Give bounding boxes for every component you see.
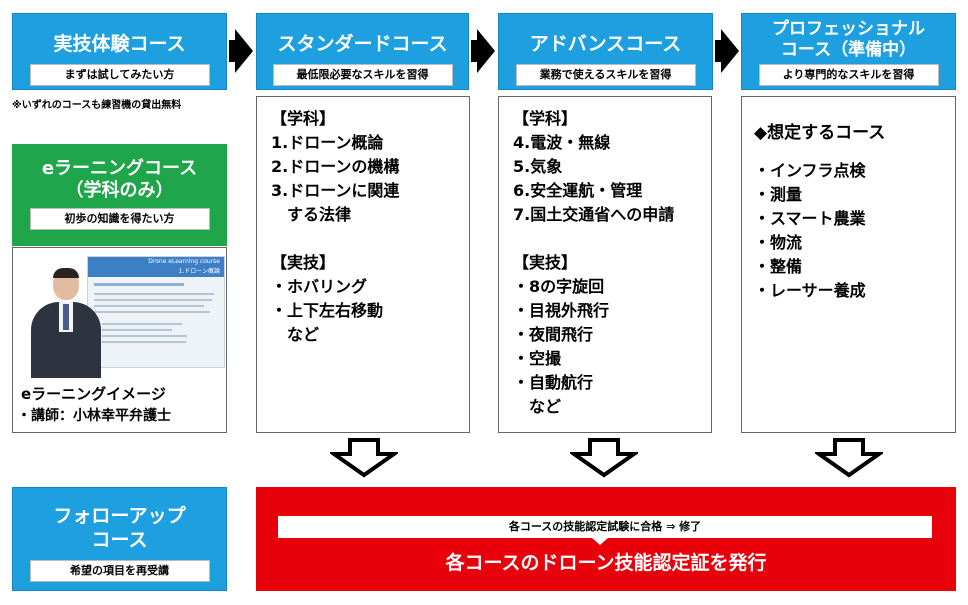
advanced-panel-line: 7.国土交通省への申請 <box>513 205 675 224</box>
arrow-shaft-3 <box>715 40 721 62</box>
pro-panel-line: ・整備 <box>754 257 803 276</box>
arrow-down-icon <box>570 438 638 478</box>
elearning-course-title-1: eラーニングコース <box>41 158 198 179</box>
standard-course-title: スタンダードコース <box>277 33 448 55</box>
advanced-panel-line: ・自動航行 <box>513 373 594 392</box>
advanced-panel-line: 【学科】 <box>513 109 578 128</box>
standard-panel-line: 【学科】 <box>271 109 336 128</box>
pro-panel-line: ・インフラ点検 <box>754 161 866 180</box>
standard-panel-line: 1.ドローン概論 <box>271 133 384 152</box>
pro-panel-line: ・レーサー養成 <box>754 281 866 300</box>
standard-panel-line: 【実技】 <box>271 253 336 272</box>
certificate-box: 各コースの技能認定試験に合格 ⇒ 修了 各コースのドローン技能認定証を発行 <box>256 487 956 591</box>
trial-course-box: 実技体験コース まずは試してみたい方 <box>12 13 227 90</box>
advanced-panel-line: 【実技】 <box>513 253 578 272</box>
advanced-panel-line: ・目視外飛行 <box>513 301 610 320</box>
advanced-panel-line: 4.電波・無線 <box>513 133 611 152</box>
arrow-down-icon <box>330 438 398 478</box>
elearning-course-sub: 初歩の知識を得たい方 <box>29 208 210 230</box>
elearning-image-caption: eラーニングイメージ <box>21 385 166 403</box>
followup-course-title-2: コース <box>91 529 148 551</box>
pro-course-title-1: プロフェッショナル <box>772 19 925 39</box>
certificate-pointer <box>592 538 608 545</box>
followup-course-sub: 希望の項目を再受講 <box>29 560 210 582</box>
pro-course-box: プロフェッショナル コース（準備中） より専門的なスキルを習得 <box>741 13 956 90</box>
pro-curriculum-panel: ◆想定するコース ・インフラ点検・測量・スマート農業・物流・整備・レーサー養成 <box>741 96 956 433</box>
followup-course-box: フォローアップ コース 希望の項目を再受講 <box>12 487 227 591</box>
pro-panel-line: ・測量 <box>754 185 803 204</box>
standard-panel-line <box>271 227 469 251</box>
standard-panel-line: など <box>271 325 320 344</box>
standard-panel-line: 2.ドローンの機構 <box>271 157 400 176</box>
advanced-panel-line: など <box>513 397 562 416</box>
advanced-course-title: アドバンスコース <box>529 33 682 55</box>
standard-panel-line: 3.ドローンに関連 <box>271 181 400 200</box>
standard-panel-line: ・上下左右移動 <box>271 301 384 320</box>
arrow-right-icon <box>477 29 495 73</box>
elearning-course-box: eラーニングコース （学科のみ） 初歩の知識を得たい方 <box>12 144 227 246</box>
elearning-course-title-2: （学科のみ） <box>65 180 174 201</box>
advanced-curriculum-panel: 【学科】 4.電波・無線 5.気象 6.安全運航・管理 7.国土交通省への申請【実技】・… <box>498 96 712 433</box>
arrow-right-icon <box>235 29 253 73</box>
advanced-panel-line: ・空撮 <box>513 349 562 368</box>
advanced-panel-line: ・8の字旋回 <box>513 277 605 296</box>
pro-course-sub: より専門的なスキルを習得 <box>758 64 939 86</box>
certificate-condition: 各コースの技能認定試験に合格 ⇒ 修了 <box>278 516 932 538</box>
pro-panel-line: ・物流 <box>754 233 803 252</box>
standard-curriculum-panel: 【学科】 1.ドローン概論 2.ドローンの機構 3.ドローンに関連 する法律【実技】・… <box>256 96 470 433</box>
slide-header-1: Drone eLearning course <box>148 258 220 265</box>
standard-panel-line: する法律 <box>271 205 352 224</box>
advanced-panel-line: 6.安全運航・管理 <box>513 181 643 200</box>
arrow-down-icon <box>815 438 883 478</box>
advanced-panel-line <box>513 227 711 251</box>
slide-image: Drone eLearning course 1.ドローン概論 <box>87 256 225 368</box>
advanced-course-box: アドバンスコース 業務で使えるスキルを習得 <box>498 13 713 90</box>
followup-course-title-1: フォローアップ <box>53 505 186 527</box>
certificate-result: 各コースのドローン技能認定証を発行 <box>445 552 767 574</box>
standard-course-sub: 最低限必要なスキルを習得 <box>272 64 453 86</box>
elearning-image-panel: Drone eLearning course 1.ドローン概論 eラーニングイメ… <box>12 247 227 433</box>
arrow-right-icon <box>721 29 739 73</box>
trial-course-title: 実技体験コース <box>53 33 186 55</box>
standard-course-box: スタンダードコース 最低限必要なスキルを習得 <box>256 13 469 90</box>
trial-course-sub: まずは試してみたい方 <box>29 64 210 86</box>
advanced-panel-line: 5.気象 <box>513 157 563 176</box>
pro-panel-heading: ◆想定するコース <box>754 123 886 143</box>
slide-header-2: 1.ドローン概論 <box>178 268 220 275</box>
free-rental-note: ※いずれのコースも練習機の貸出無料 <box>12 100 182 111</box>
advanced-course-sub: 業務で使えるスキルを習得 <box>515 64 696 86</box>
pro-panel-line: ・スマート農業 <box>754 209 866 228</box>
instructor-caption: ・講師：小林幸平弁護士 <box>17 408 171 424</box>
arrow-shaft-1 <box>229 40 235 62</box>
advanced-panel-line: ・夜間飛行 <box>513 325 594 344</box>
pro-course-title-2: コース（準備中） <box>780 40 917 60</box>
instructor-photo <box>27 268 105 378</box>
standard-panel-line: ・ホバリング <box>271 277 368 296</box>
arrow-shaft-2 <box>471 40 477 62</box>
